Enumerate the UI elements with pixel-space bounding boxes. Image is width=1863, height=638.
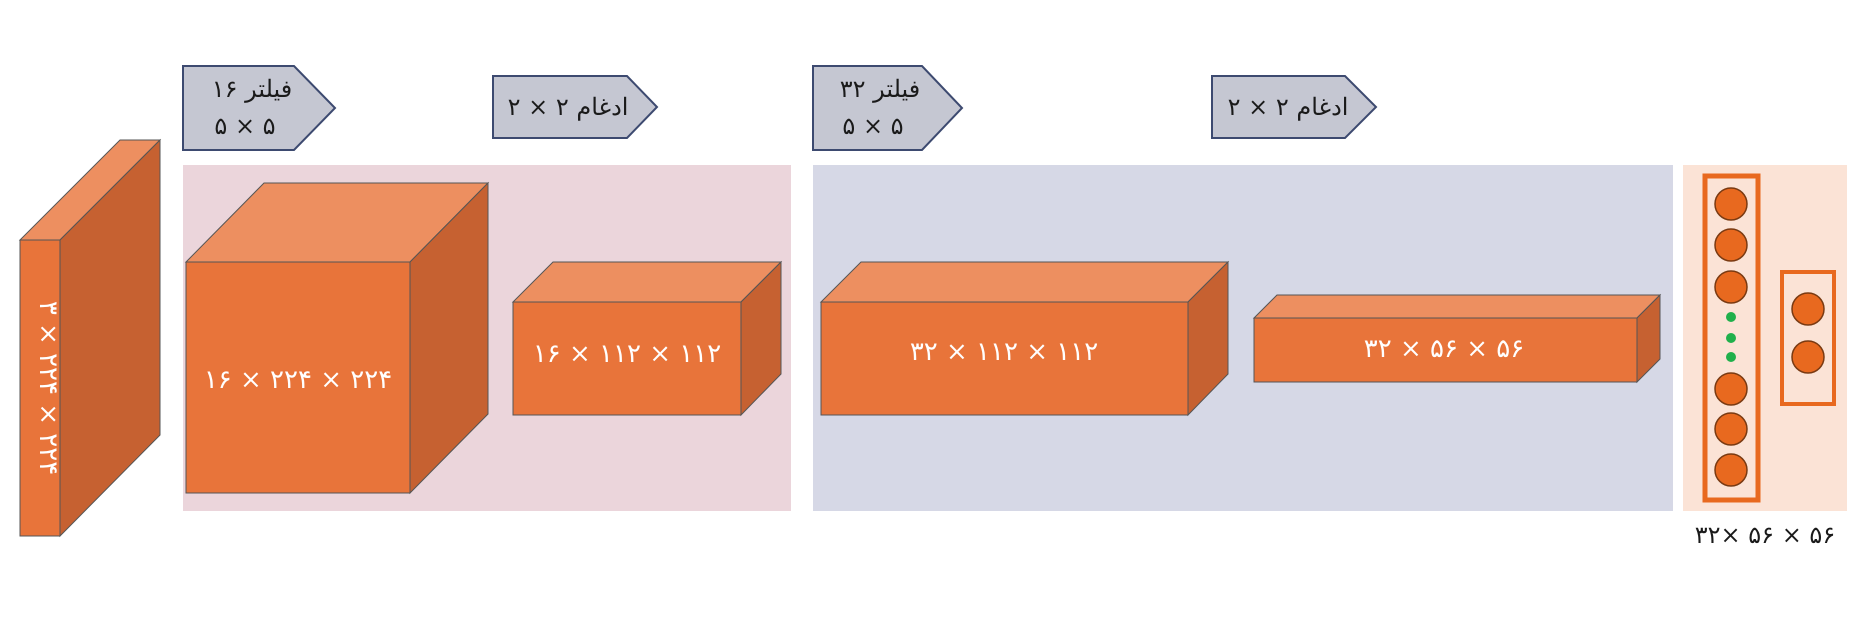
pool1-output-volume: ۱۶ × ۱۱۲ × ۱۱۲ (511, 260, 783, 417)
neuron (1714, 453, 1748, 487)
pool2-output-volume: ۳۲ × ۵۶ × ۵۶ (1252, 293, 1662, 384)
neuron (1791, 340, 1825, 374)
neuron (1714, 372, 1748, 406)
dense-panel (1683, 165, 1847, 511)
tag-pool1: ادغام ۲ × ۲ (492, 75, 659, 139)
dense-input-caption: ۳۲× ۵۶ × ۵۶ (1695, 521, 1835, 549)
conv2-output-label: ۳۲ × ۱۱۲ × ۱۱۲ (910, 337, 1098, 367)
tag-pool2-line1: ادغام ۲ × ۲ (1228, 93, 1349, 121)
output-layer-neurons (1791, 292, 1825, 374)
tag-conv1: ۱۶ فیلتر ۵ × ۵ (182, 65, 337, 151)
ellipsis-dot (1726, 312, 1736, 322)
input-volume-label: ۳ × ۲۲۴ × ۲۲۴ (33, 301, 63, 475)
tag-conv2-line2: ۵ × ۵ (842, 112, 903, 140)
tag-conv2: ۳۲ فیلتر ۵ × ۵ (812, 65, 964, 151)
pool1-output-label: ۱۶ × ۱۱۲ × ۱۱۲ (533, 339, 721, 369)
tag-conv1-line1: ۱۶ فیلتر (212, 75, 293, 103)
tag-pool1-line1: ادغام ۲ × ۲ (508, 93, 629, 121)
dense-layer-frame (1702, 173, 1761, 503)
ellipsis-dot (1726, 352, 1736, 362)
tag-conv1-line2: ۵ × ۵ (214, 112, 275, 140)
tag-conv2-line1: ۳۲ فیلتر (840, 75, 921, 103)
neuron (1714, 187, 1748, 221)
pool2-output-label: ۳۲ × ۵۶ × ۵۶ (1364, 334, 1524, 364)
neuron (1714, 270, 1748, 304)
dense-layer-neurons (1714, 187, 1748, 487)
input-volume: ۳ × ۲۲۴ × ۲۲۴ (18, 138, 162, 538)
tag-pool2: ادغام ۲ × ۲ (1211, 75, 1378, 139)
conv1-output-label: ۱۶ × ۲۲۴ × ۲۲۴ (204, 365, 392, 395)
neuron (1714, 228, 1748, 262)
neuron (1791, 292, 1825, 326)
ellipsis-dot (1726, 333, 1736, 343)
conv1-output-volume: ۱۶ × ۲۲۴ × ۲۲۴ (184, 181, 490, 495)
output-layer-frame (1780, 270, 1836, 406)
conv2-output-volume: ۳۲ × ۱۱۲ × ۱۱۲ (819, 260, 1230, 417)
neuron (1714, 412, 1748, 446)
